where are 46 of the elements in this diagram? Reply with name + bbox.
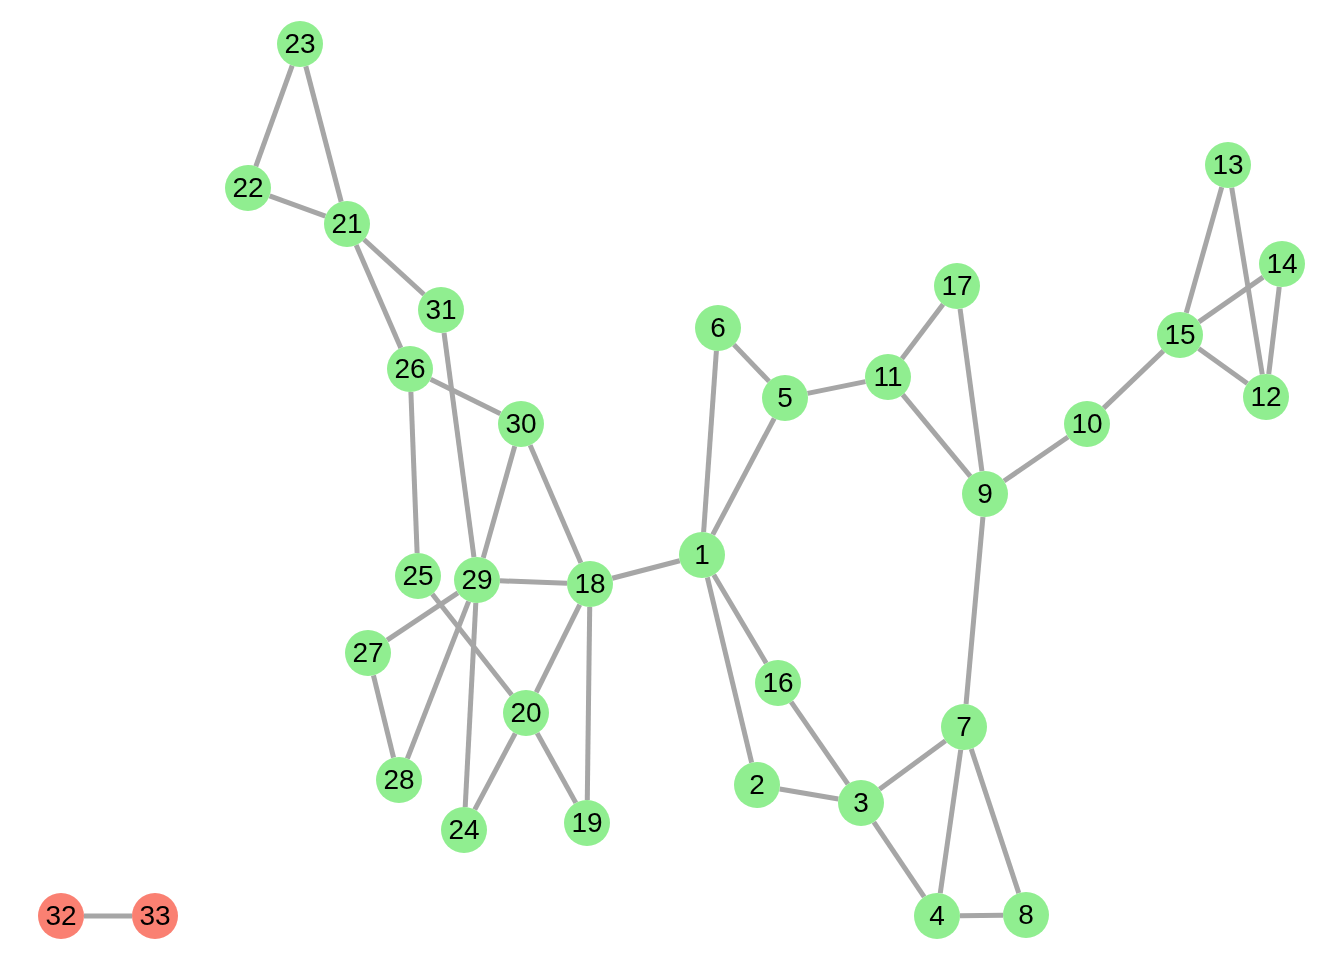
edge-line (968, 748, 1022, 894)
edge-line (1101, 349, 1166, 410)
edge-line (732, 342, 771, 384)
edge-line (871, 820, 927, 899)
edge-line (878, 738, 947, 792)
edge-line (779, 786, 839, 802)
edge-line (899, 302, 946, 361)
edge-line (441, 332, 477, 558)
edge-line (1183, 186, 1225, 314)
edge-line (429, 376, 502, 417)
edge-line (957, 308, 985, 472)
edge-line (701, 350, 719, 533)
edge-line (1266, 286, 1282, 375)
edge-line (84, 913, 132, 919)
edge-line (472, 732, 518, 811)
edge-line (534, 731, 579, 805)
edge-line (268, 193, 327, 219)
edge-line (480, 445, 518, 559)
edge-line (405, 600, 471, 760)
edge-line (611, 558, 681, 581)
edge-line (371, 674, 396, 759)
edge-line (1197, 275, 1265, 324)
edge-line (710, 417, 777, 536)
edge-line (937, 749, 964, 894)
edge-line (362, 237, 426, 297)
edge-line (789, 700, 850, 786)
edge-line (353, 244, 404, 349)
edge-line (584, 606, 593, 801)
edge-line (1197, 346, 1249, 386)
edge-line (704, 576, 755, 764)
edge-line (303, 65, 344, 203)
edge-line (408, 391, 420, 554)
edge-line (527, 444, 584, 564)
edge-line (1002, 434, 1070, 484)
edge-line (534, 603, 582, 694)
edge-line (430, 592, 514, 697)
edge-line (385, 590, 460, 643)
edge-line (711, 573, 769, 665)
edge-line (1229, 187, 1265, 375)
edge-line (499, 578, 568, 586)
edge-line (959, 912, 1004, 919)
edge-line (807, 379, 866, 396)
edge-line (253, 64, 295, 168)
edge-line (462, 602, 479, 808)
edge-line (963, 516, 986, 705)
edge-line (900, 393, 973, 478)
